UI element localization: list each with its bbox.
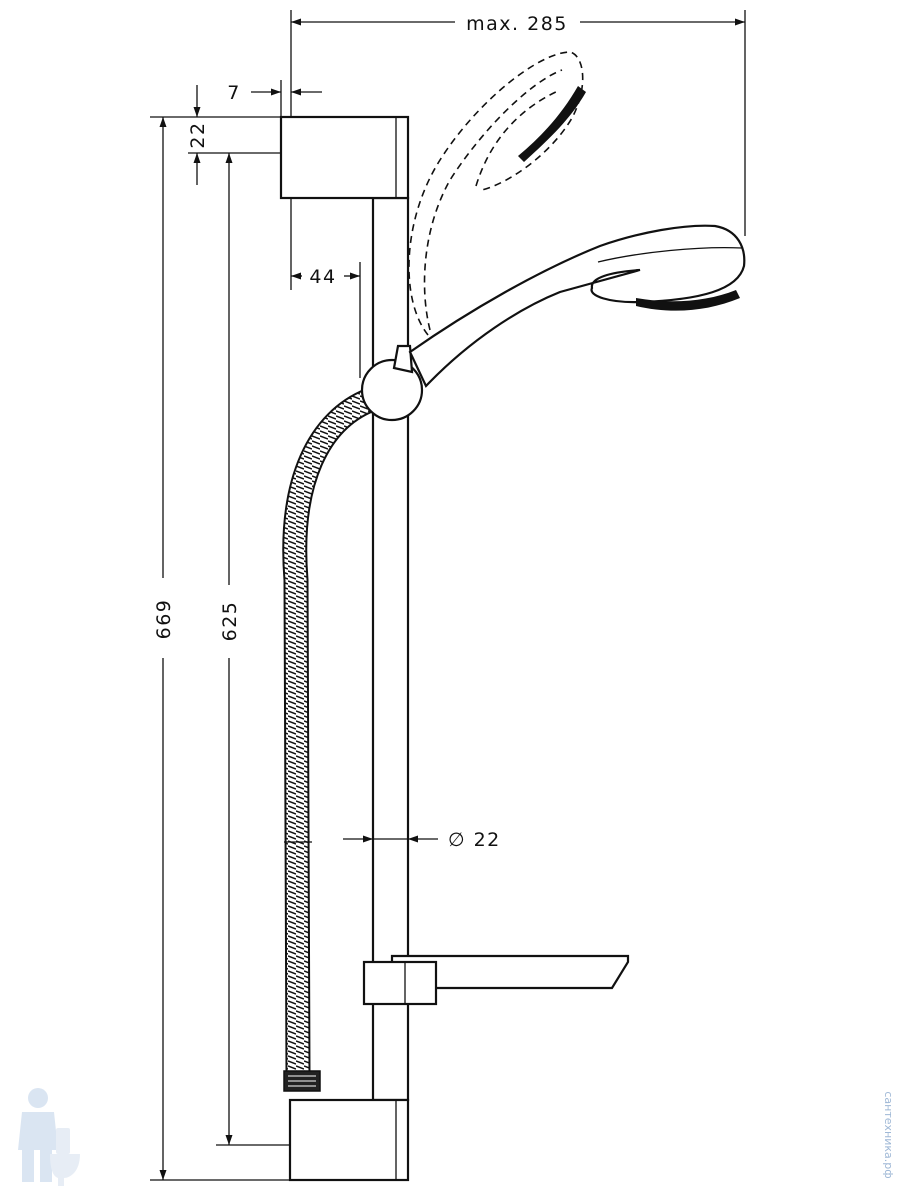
dimension-max-reach: max. 285 bbox=[290, 10, 746, 236]
shower-holder bbox=[360, 344, 424, 422]
dimension-label: 44 bbox=[309, 266, 336, 288]
dimension-label: 22 bbox=[187, 121, 209, 148]
watermark-text: сантехника.рф bbox=[882, 1091, 895, 1178]
hand-shower bbox=[408, 224, 746, 388]
shower-hose bbox=[282, 388, 376, 1092]
dimension-bracket-spacing: 625 bbox=[216, 153, 290, 1146]
soap-dish bbox=[362, 954, 630, 1006]
top-wall-bracket bbox=[279, 115, 410, 200]
dimension-bracket-height: 22 bbox=[150, 85, 281, 185]
hand-shower-tilted-dashed bbox=[408, 51, 586, 336]
dimension-label: 669 bbox=[153, 599, 175, 640]
dimension-label: max. 285 bbox=[466, 13, 568, 35]
plumber-watermark-logo bbox=[18, 1088, 80, 1186]
dimension-label: ∅ 22 bbox=[448, 829, 501, 851]
dimension-label: 625 bbox=[219, 601, 241, 642]
dimension-rail-diameter: ∅ 22 bbox=[343, 829, 501, 851]
bottom-wall-bracket bbox=[288, 1098, 410, 1182]
dimension-total-height: 669 bbox=[150, 117, 290, 1181]
dimension-wall-offset: 7 bbox=[227, 80, 322, 117]
dimension-holder-distance: 44 bbox=[290, 198, 361, 378]
dimension-label: 7 bbox=[227, 82, 241, 104]
